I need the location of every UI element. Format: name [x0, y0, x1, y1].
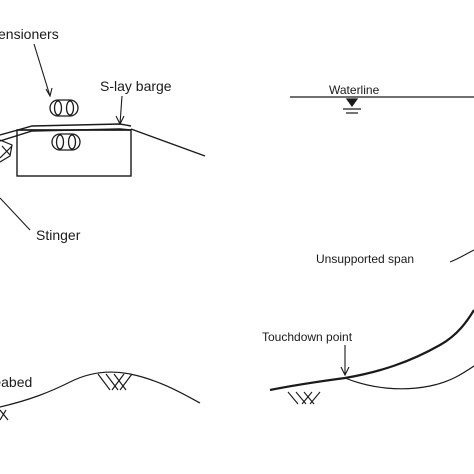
seabed-right-hatch	[287, 391, 321, 405]
s-lay-barge-label: S-lay barge	[100, 78, 172, 94]
label-pointers	[0, 43, 125, 231]
stinger-label: Stinger	[36, 227, 81, 243]
pipeline-right	[269, 309, 474, 392]
tensioners-label: Tensioners	[0, 26, 59, 42]
tensioner-rollers	[49, 99, 81, 151]
stinger	[0, 139, 13, 163]
seabed-label: Seabed	[0, 374, 33, 390]
unsupported-span-label: Unsupported span	[316, 252, 415, 266]
touchdown-point-label: Touchdown point	[262, 330, 353, 344]
seabed-left	[0, 371, 201, 421]
waterline	[290, 96, 474, 114]
pipeline-left	[0, 123, 206, 157]
waterline-label: Waterline	[329, 83, 380, 97]
label-pointers-right	[340, 249, 474, 377]
